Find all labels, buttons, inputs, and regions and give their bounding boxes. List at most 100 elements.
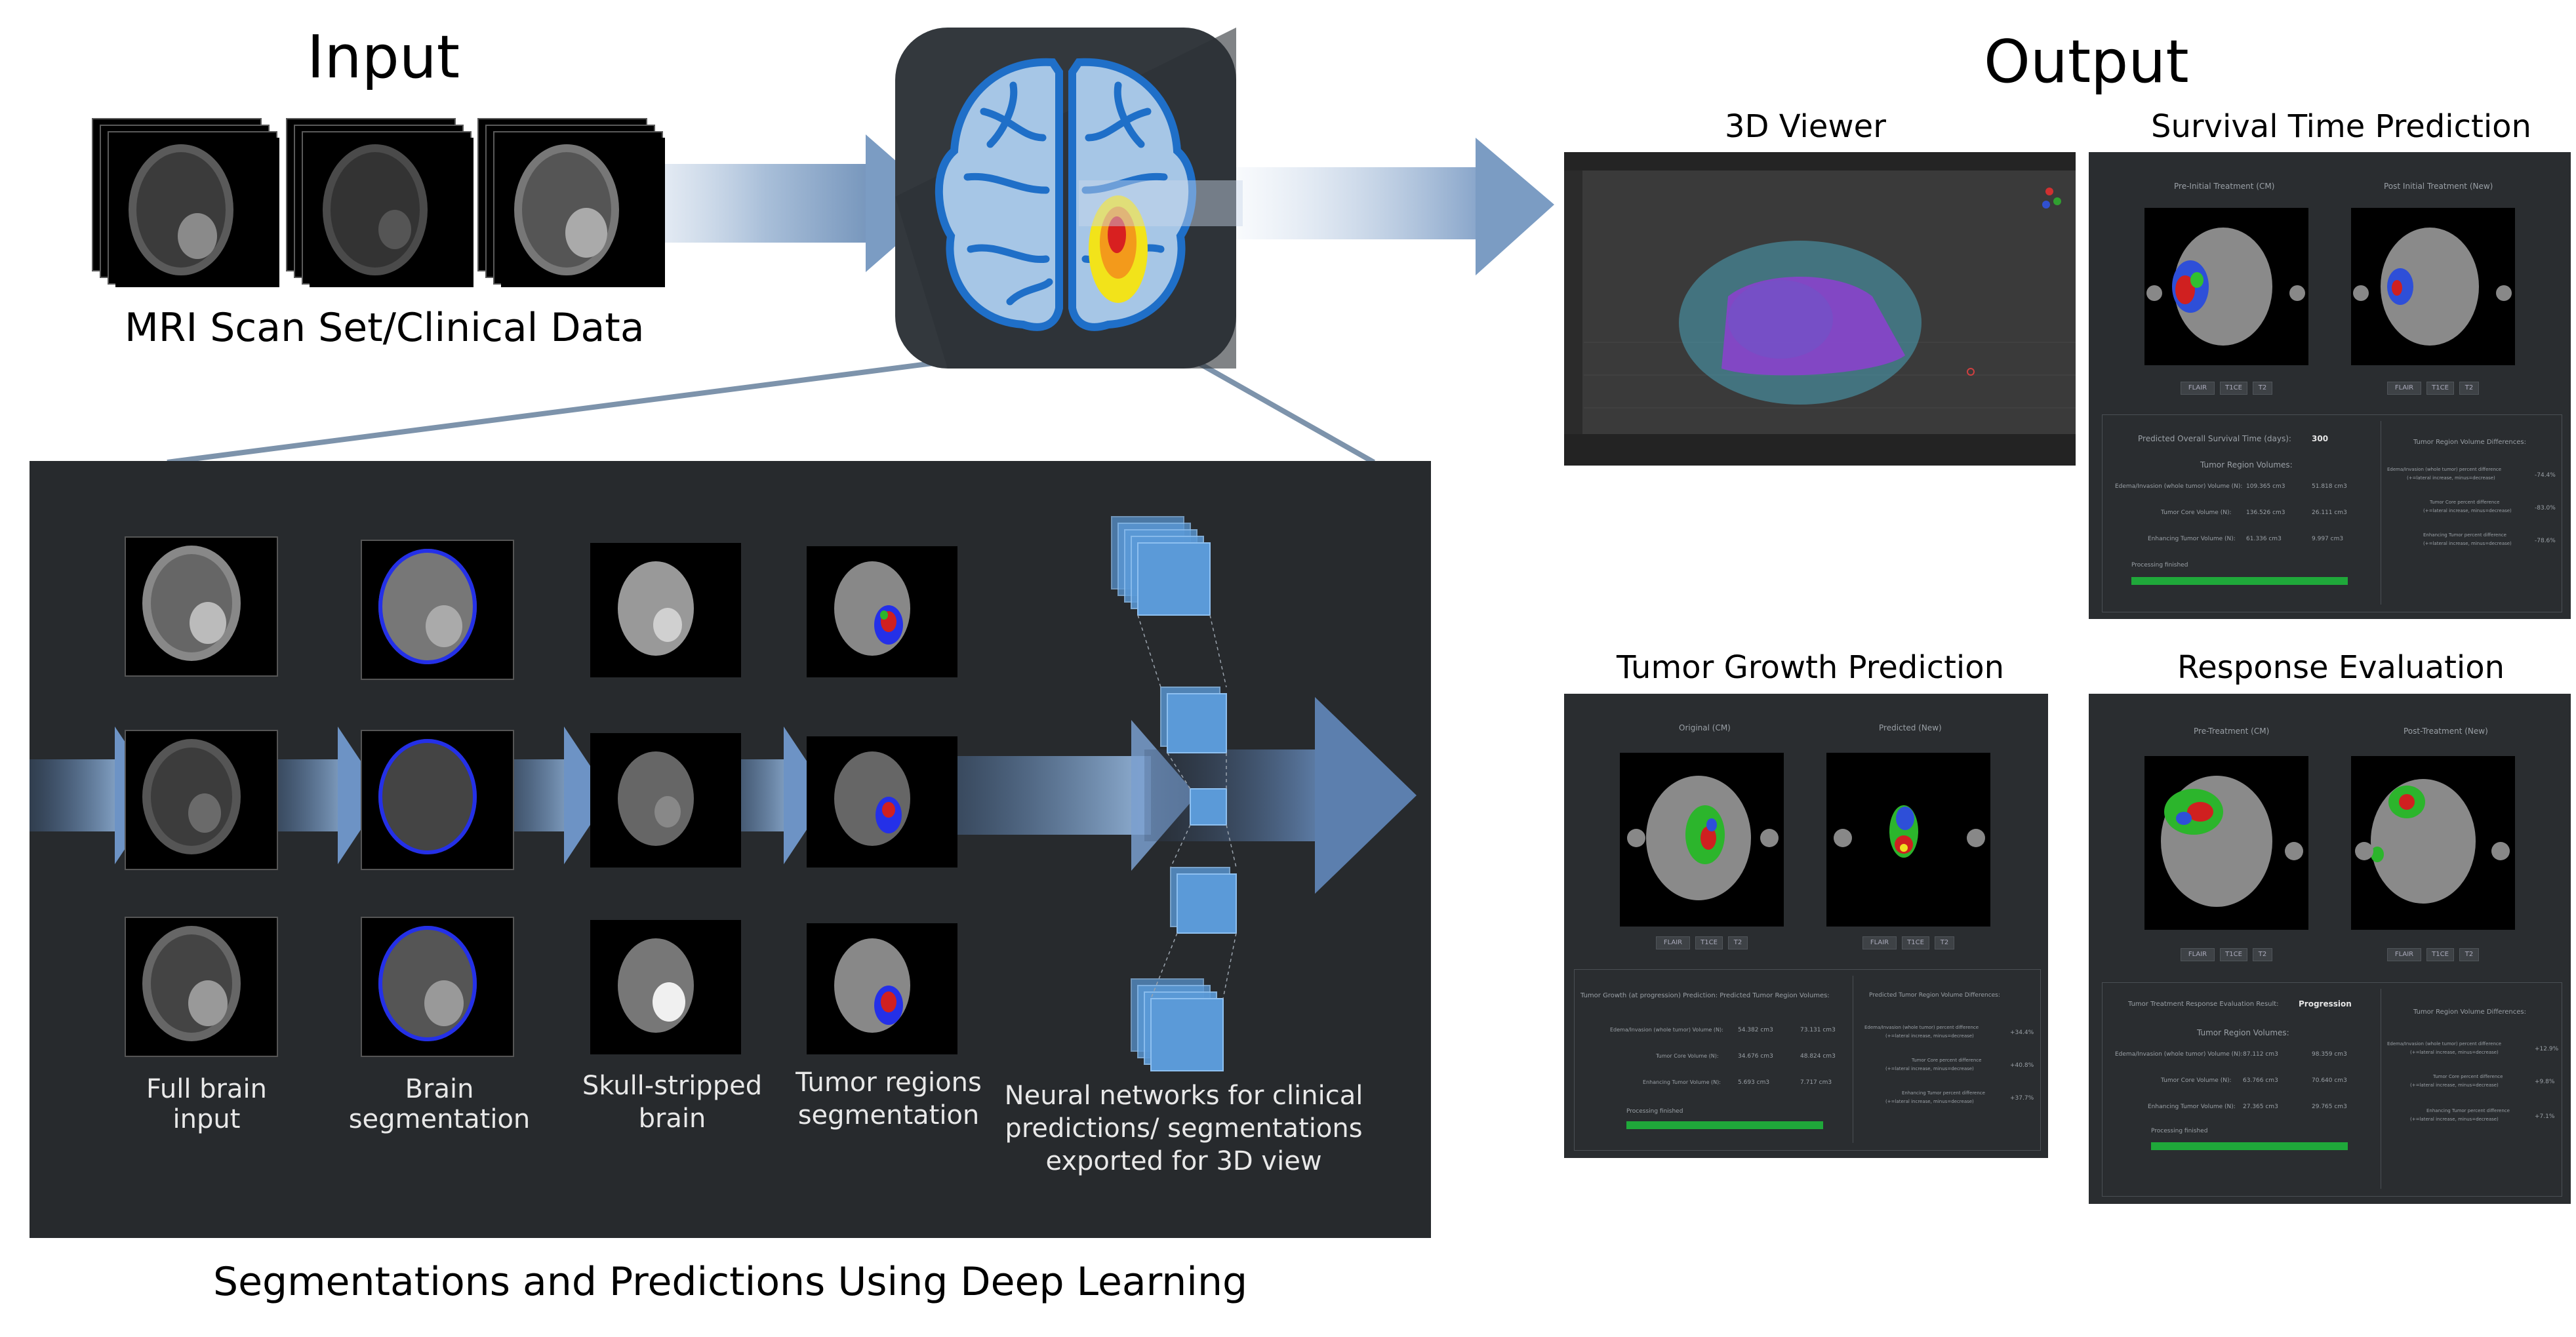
- growth-left-t2-button[interactable]: T2: [1728, 936, 1748, 949]
- growth-left-next-icon: [1760, 829, 1779, 847]
- survival-left-t1ce-button[interactable]: T1CE: [2220, 382, 2247, 395]
- model-to-output-arrow: [1233, 138, 1554, 275]
- growth-right-t2-button[interactable]: T2: [1935, 936, 1954, 949]
- tumor-seg-image-2: [807, 736, 957, 868]
- growth-left-label: Original (CM): [1679, 723, 1731, 732]
- growth-title: Tumor Growth Prediction: [1617, 649, 2005, 686]
- survival-right-t1ce-button[interactable]: T1CE: [2426, 382, 2454, 395]
- survival-panel: Pre-Initial Treatment (CM) Post Initial …: [2089, 152, 2571, 619]
- survival-right-prev-icon: [2353, 285, 2369, 301]
- response-right-t1ce-button[interactable]: T1CE: [2426, 948, 2454, 961]
- response-diff-1-val: +12.9%: [2535, 1046, 2559, 1052]
- step-nn-label-1: Neural networks for clinical: [1004, 1081, 1363, 1111]
- response-left-next-icon: [2285, 842, 2303, 860]
- neural-network-connections: [1137, 614, 1237, 999]
- response-right-label: Post-Treatment (New): [2404, 727, 2488, 736]
- tumor-seg-image-3: [807, 923, 957, 1054]
- connector-line-right: [1199, 361, 1375, 465]
- growth-right-next-icon: [1967, 829, 1985, 847]
- response-row-2-a: 63.766 cm3: [2243, 1077, 2278, 1084]
- growth-right-flair-button[interactable]: FLAIR: [1862, 936, 1897, 949]
- skull-stripped-image-3: [590, 920, 741, 1054]
- growth-diff-1-sub: (+=lateral increase, minus=decrease): [1885, 1033, 1974, 1039]
- survival-row-2-b: 26.111 cm3: [2312, 509, 2347, 516]
- growth-status: Processing finished: [1626, 1108, 1683, 1115]
- growth-right-t1ce-button[interactable]: T1CE: [1902, 936, 1929, 949]
- response-diff-header: Tumor Region Volume Differences:: [2413, 1008, 2526, 1016]
- growth-left-flair-button[interactable]: FLAIR: [1656, 936, 1690, 949]
- survival-diff-3-label: Enhancing Tumor percent difference: [2423, 532, 2506, 538]
- survival-row-3-label: Enhancing Tumor Volume (N):: [2148, 536, 2236, 542]
- pipeline-final-arrow: [1144, 697, 1417, 894]
- full-brain-image-3: [125, 917, 278, 1057]
- brain-seg-image-3: [361, 917, 514, 1057]
- response-diff-2-val: +9.8%: [2535, 1079, 2555, 1085]
- step-skull-label-1: Skull-stripped: [582, 1071, 763, 1101]
- growth-right-image: [1826, 753, 1990, 927]
- step-tumor-label-1: Tumor regions: [795, 1068, 982, 1098]
- response-diff-2-sub: (+=lateral increase, minus=decrease): [2410, 1083, 2499, 1088]
- response-result-value: Progression: [2299, 999, 2352, 1008]
- survival-right-t2-button[interactable]: T2: [2459, 382, 2479, 395]
- survival-row-1-b: 51.818 cm3: [2312, 483, 2347, 490]
- response-left-flair-button[interactable]: FLAIR: [2181, 948, 2215, 961]
- response-row-1-label: Edema/Invasion (whole tumor) Volume (N):: [2115, 1051, 2243, 1058]
- response-left-image: [2144, 756, 2308, 930]
- step-full-brain-label: Full brain input: [146, 1074, 267, 1134]
- survival-volumes-header: Tumor Region Volumes:: [2200, 460, 2293, 469]
- response-results-box: [2102, 982, 2562, 1197]
- survival-right-label: Post Initial Treatment (New): [2384, 182, 2493, 191]
- survival-row-3-b: 9.997 cm3: [2312, 536, 2344, 542]
- survival-results-box: [2102, 414, 2562, 612]
- survival-right-flair-button[interactable]: FLAIR: [2387, 382, 2421, 395]
- survival-left-label: Pre-Initial Treatment (CM): [2174, 182, 2275, 191]
- viewer3d-panel[interactable]: [1564, 152, 2076, 466]
- survival-diff-1-val: -74.4%: [2535, 472, 2556, 479]
- response-right-t2-button[interactable]: T2: [2459, 948, 2479, 961]
- survival-left-image: [2144, 208, 2308, 365]
- response-row-2-label: Tumor Core Volume (N):: [2161, 1077, 2232, 1084]
- response-diff-1-sub: (+=lateral increase, minus=decrease): [2410, 1050, 2499, 1055]
- survival-left-flair-button[interactable]: FLAIR: [2181, 382, 2215, 395]
- viewer3d-tumor-model: [1584, 188, 2076, 409]
- survival-left-t2-button[interactable]: T2: [2253, 382, 2272, 395]
- step-nn-label-2: predictions/ segmentations: [1005, 1113, 1363, 1144]
- response-diff-3-sub: (+=lateral increase, minus=decrease): [2410, 1117, 2499, 1122]
- response-left-t2-button[interactable]: T2: [2253, 948, 2272, 961]
- survival-diff-2-sub: (+=lateral increase, minus=decrease): [2423, 508, 2512, 513]
- growth-left-t1ce-button[interactable]: T1CE: [1695, 936, 1723, 949]
- survival-title: Survival Time Prediction: [2151, 108, 2531, 145]
- response-right-flair-button[interactable]: FLAIR: [2387, 948, 2421, 961]
- response-diff-1-label: Edema/Invasion (whole tumor) percent dif…: [2387, 1041, 2502, 1047]
- growth-diff-1-val: +34.4%: [2010, 1029, 2034, 1036]
- survival-right-image: [2351, 208, 2515, 365]
- survival-diff-2-val: -83.0%: [2535, 505, 2556, 511]
- growth-results-box: [1574, 969, 2041, 1151]
- brain-seg-image-1: [361, 540, 514, 680]
- response-right-prev-icon: [2355, 842, 2373, 860]
- step-skull-label-2: brain: [638, 1104, 706, 1134]
- growth-row-3-b: 7.717 cm3: [1800, 1079, 1832, 1086]
- growth-row-2-b: 48.824 cm3: [1800, 1053, 1836, 1060]
- response-left-t1ce-button[interactable]: T1CE: [2220, 948, 2247, 961]
- response-title: Response Evaluation: [2177, 649, 2505, 686]
- growth-diff-2-val: +40.8%: [2010, 1062, 2034, 1069]
- growth-row-3-label: Enhancing Tumor Volume (N):: [1643, 1079, 1721, 1085]
- response-row-1-b: 98.359 cm3: [2312, 1051, 2347, 1058]
- survival-row-2-a: 136.526 cm3: [2246, 509, 2285, 516]
- growth-diff-1-label: Edema/Invasion (whole tumor) percent dif…: [1864, 1025, 1979, 1030]
- survival-diff-1-label: Edema/Invasion (whole tumor) percent dif…: [2387, 467, 2502, 472]
- survival-left-next-icon: [2289, 285, 2305, 301]
- survival-diff-1-sub: (+=lateral increase, minus=decrease): [2407, 475, 2495, 481]
- survival-status: Processing finished: [2131, 562, 2188, 569]
- growth-row-1-b: 73.131 cm3: [1800, 1027, 1836, 1033]
- response-progress-bar: [2151, 1142, 2348, 1150]
- survival-right-next-icon: [2496, 285, 2512, 301]
- growth-right-prev-icon: [1834, 829, 1852, 847]
- brain-app-icon: [895, 28, 1236, 369]
- survival-row-3-a: 61.336 cm3: [2246, 536, 2282, 542]
- viewer3d-toolbar: [1564, 170, 1582, 446]
- response-status: Processing finished: [2151, 1128, 2208, 1134]
- survival-row-2-label: Tumor Core Volume (N):: [2161, 509, 2232, 516]
